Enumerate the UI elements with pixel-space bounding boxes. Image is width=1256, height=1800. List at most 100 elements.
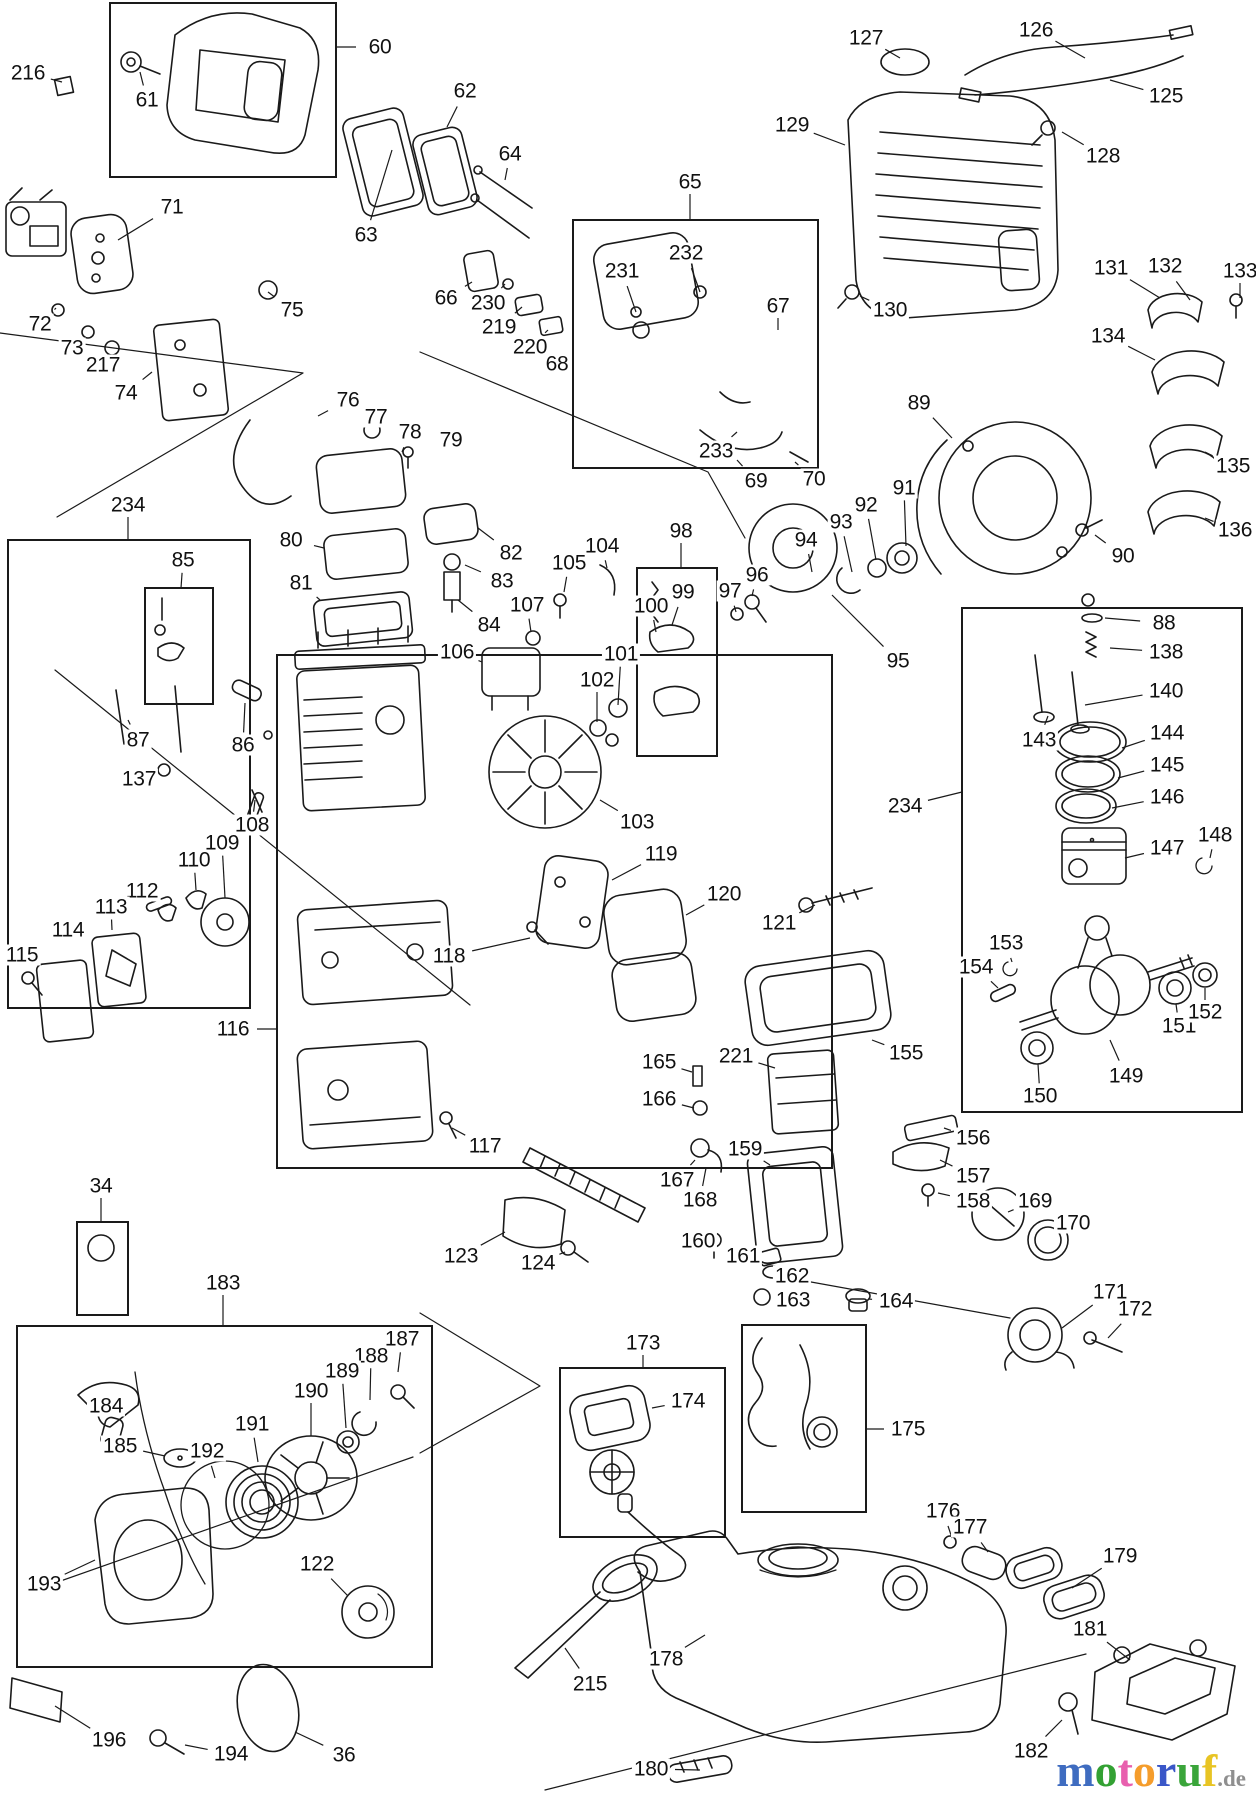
leader-line-99 [671,606,679,626]
part-label-72: 72 [26,312,54,336]
leader-line-216 [50,78,63,83]
leader-line-165 [681,1068,693,1073]
part-label-185: 185 [100,1434,140,1458]
leader-line-145 [1117,770,1145,779]
part-label-156: 156 [953,1126,993,1150]
part-label-74: 74 [112,381,140,405]
logo-letter: r [1155,1745,1177,1796]
motoruf-suffix: .de [1217,1766,1246,1791]
leader-line-188 [369,1368,372,1401]
part-label-162: 162 [772,1264,812,1288]
part-label-193: 193 [24,1572,64,1596]
part-label-177: 177 [950,1515,990,1539]
leader-line-181 [1106,1641,1131,1661]
part-label-105: 105 [549,551,589,575]
leader-line-89 [932,417,953,439]
part-label-132: 132 [1145,254,1185,278]
choke-parts [463,249,564,337]
part-label-73: 73 [58,336,86,360]
part-label-155: 155 [886,1041,926,1065]
part-label-103: 103 [617,810,657,834]
part-label-153: 153 [986,931,1026,955]
leader-line-233 [731,431,738,438]
part-label-219: 219 [479,315,519,339]
part-label-86: 86 [229,733,257,757]
leader-line-76 [317,410,329,417]
part-label-131: 131 [1091,256,1131,280]
part-label-61: 61 [133,88,161,112]
part-label-194: 194 [211,1742,251,1766]
leader-line-90 [1094,534,1107,544]
leader-line-101 [617,666,621,706]
part-label-133: 133 [1220,260,1256,282]
cam-gear [145,791,265,947]
motoruf-wordmark: motoruf [1056,1745,1217,1796]
part-label-107: 107 [507,593,547,617]
part-label-215: 215 [570,1672,610,1696]
part-label-85: 85 [169,548,197,572]
leader-line-74 [142,371,153,381]
part-label-170: 170 [1053,1211,1093,1235]
part-label-104: 104 [582,534,622,558]
leader-line-78 [401,447,405,453]
fuel-tank [514,1530,1007,1744]
part-label-70: 70 [800,467,828,491]
part-label-125: 125 [1146,84,1186,108]
part-label-62: 62 [451,79,479,103]
part-label-176: 176 [923,1499,963,1523]
part-label-108: 108 [232,813,272,837]
part-label-233: 233 [696,439,736,463]
leader-line-140 [1084,694,1143,706]
part-label-154: 154 [956,955,996,979]
leader-line-121 [799,904,816,914]
leader-line-177 [980,1542,989,1553]
leader-line-124 [559,1251,566,1255]
leader-line-131 [1129,279,1161,299]
part-label-196: 196 [89,1728,129,1752]
part-label-184: 184 [86,1394,126,1418]
part-label-84: 84 [475,613,503,637]
part-label-122: 122 [297,1552,337,1576]
part-label-78: 78 [396,420,424,444]
o-ring-34 [87,1234,115,1262]
part-label-164: 164 [876,1289,916,1313]
leader-line-96 [751,589,755,597]
group-box-116 [276,654,833,1169]
air-cleaner-cover [53,12,320,154]
part-label-65: 65 [676,170,704,194]
part-label-95: 95 [884,649,912,673]
leader-line-157 [939,1159,953,1167]
leader-line-81 [316,596,321,601]
part-label-98: 98 [667,519,695,543]
part-label-166: 166 [639,1087,679,1111]
leader-line-196 [54,1705,91,1729]
pipe-clamp [1004,1307,1123,1371]
part-label-150: 150 [1020,1084,1060,1108]
part-label-116: 116 [214,1017,252,1041]
part-label-129: 129 [772,113,812,137]
valve-covers [312,446,414,647]
leader-line-119 [611,864,642,881]
leader-line-231 [626,285,637,313]
part-label-171: 171 [1090,1280,1130,1304]
leader-line-178 [684,1634,706,1648]
part-label-161: 161 [723,1244,763,1268]
part-label-64: 64 [496,142,524,166]
case-gasket [744,949,1069,1261]
part-label-118: 118 [430,944,468,968]
part-label-97: 97 [716,579,744,603]
part-label-117: 117 [466,1134,504,1158]
group-box-65 [572,219,819,469]
leader-line-91 [903,500,907,547]
leader-line-95 [831,594,884,647]
leader-line-143 [1044,715,1049,726]
group-box-183 [16,1325,433,1668]
part-label-121: 121 [759,911,799,935]
part-label-119: 119 [642,842,680,866]
bottom-left-parts [9,1585,395,1755]
part-label-75: 75 [278,298,306,322]
fuel-cap-group [569,1384,687,1582]
part-label-92: 92 [852,493,880,517]
leader-line-149 [1109,1039,1120,1061]
